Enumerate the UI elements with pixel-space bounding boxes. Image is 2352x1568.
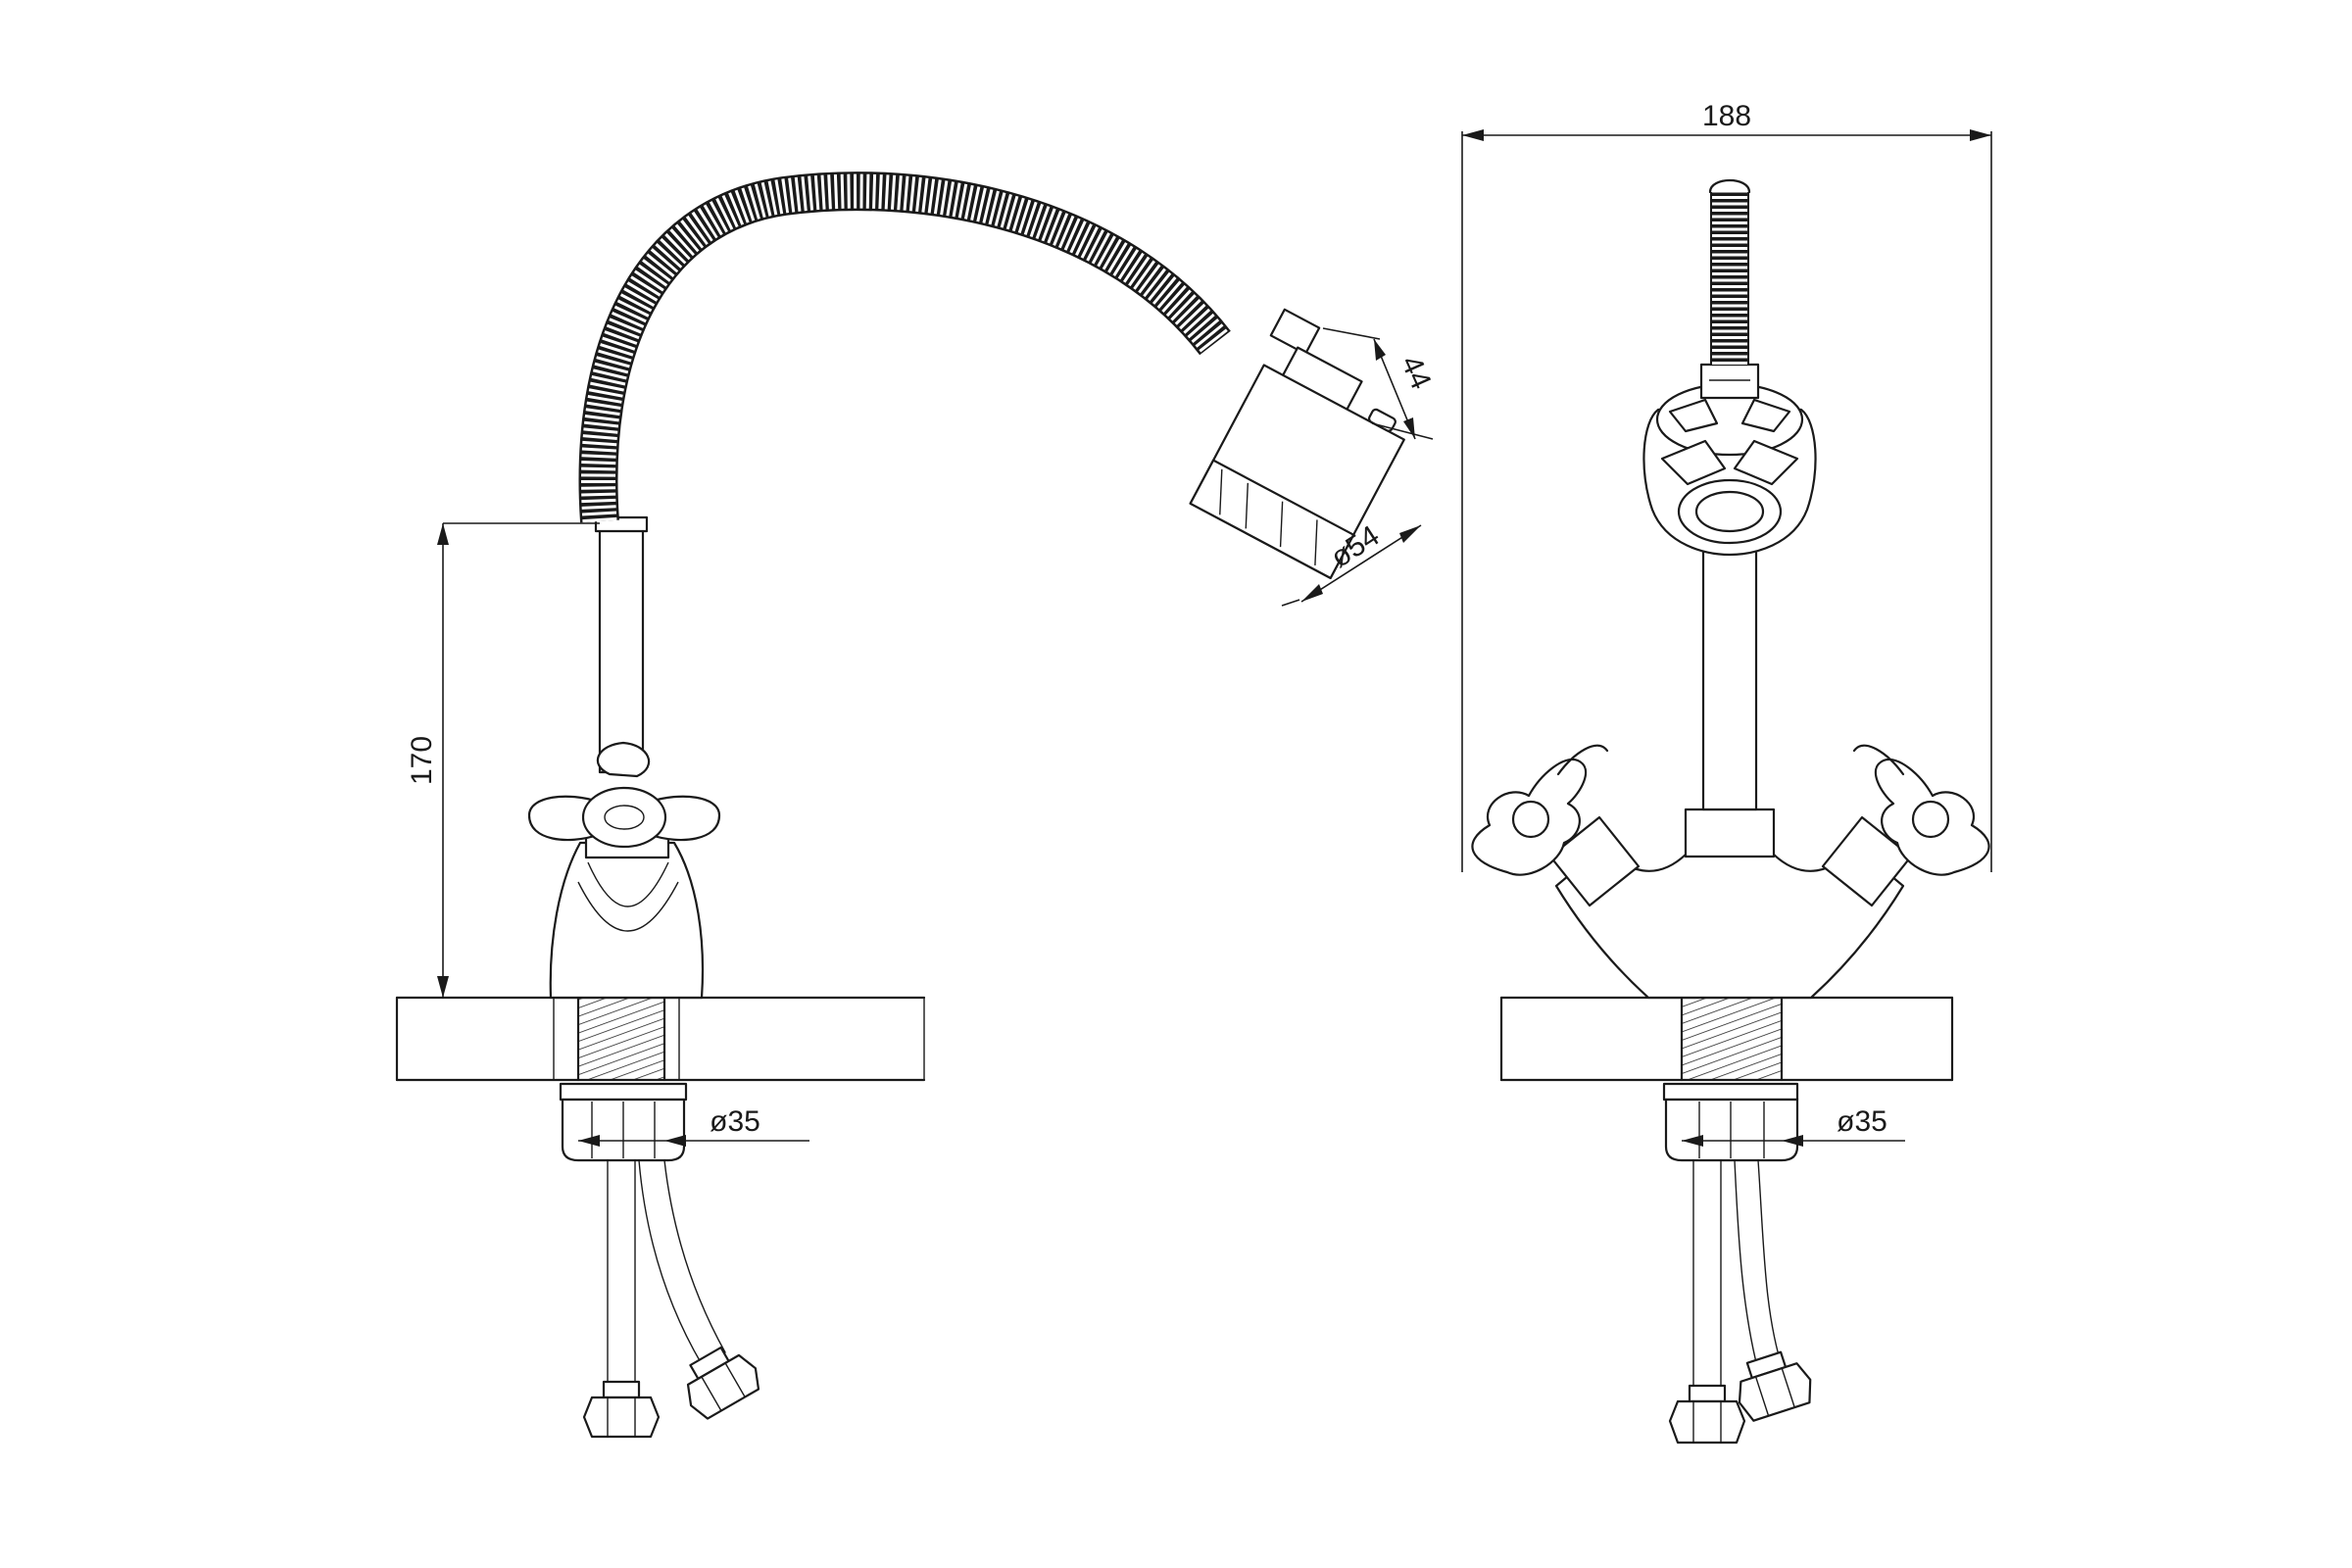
mounting-nut-front (1662, 1082, 1799, 1162)
flexible-spout-side (578, 172, 1231, 523)
threaded-shank-front (1680, 996, 1784, 1082)
spout-column-side (594, 515, 649, 774)
dimension-35-front-label: ø35 (1837, 1105, 1887, 1138)
body-side (549, 841, 705, 1000)
dimension-188-label: 188 (1702, 100, 1751, 132)
dimension-44-label: 44 (1395, 351, 1438, 394)
supply-hoses-front (1668, 1159, 1812, 1445)
dimension-width-188: 188 (1461, 100, 1992, 872)
outlet-head-side (1189, 308, 1405, 579)
flexible-spout-front (1708, 179, 1751, 365)
spout-column-front (1701, 549, 1758, 811)
dimension-35-side-label: ø35 (710, 1105, 760, 1138)
mounting-nut-side (559, 1082, 688, 1162)
dimension-height-170: 170 (406, 522, 600, 998)
dimension-170-label: 170 (406, 736, 438, 785)
outlet-head-front (1642, 363, 1817, 557)
side-view: 170 44 ø54 ø35 (395, 172, 1438, 1439)
central-collar-front (1684, 808, 1776, 858)
dimension-mount-35-side: ø35 (578, 1105, 809, 1147)
threaded-shank-side (576, 996, 666, 1082)
front-view: 188 ø35 (1461, 100, 1992, 1445)
dimension-mount-35-front: ø35 (1682, 1105, 1905, 1147)
cross-handle-left-front (1471, 744, 1609, 876)
supply-hoses-side (582, 1159, 760, 1439)
cross-handle-right-front (1852, 744, 1990, 876)
cross-handle-side (527, 741, 721, 859)
